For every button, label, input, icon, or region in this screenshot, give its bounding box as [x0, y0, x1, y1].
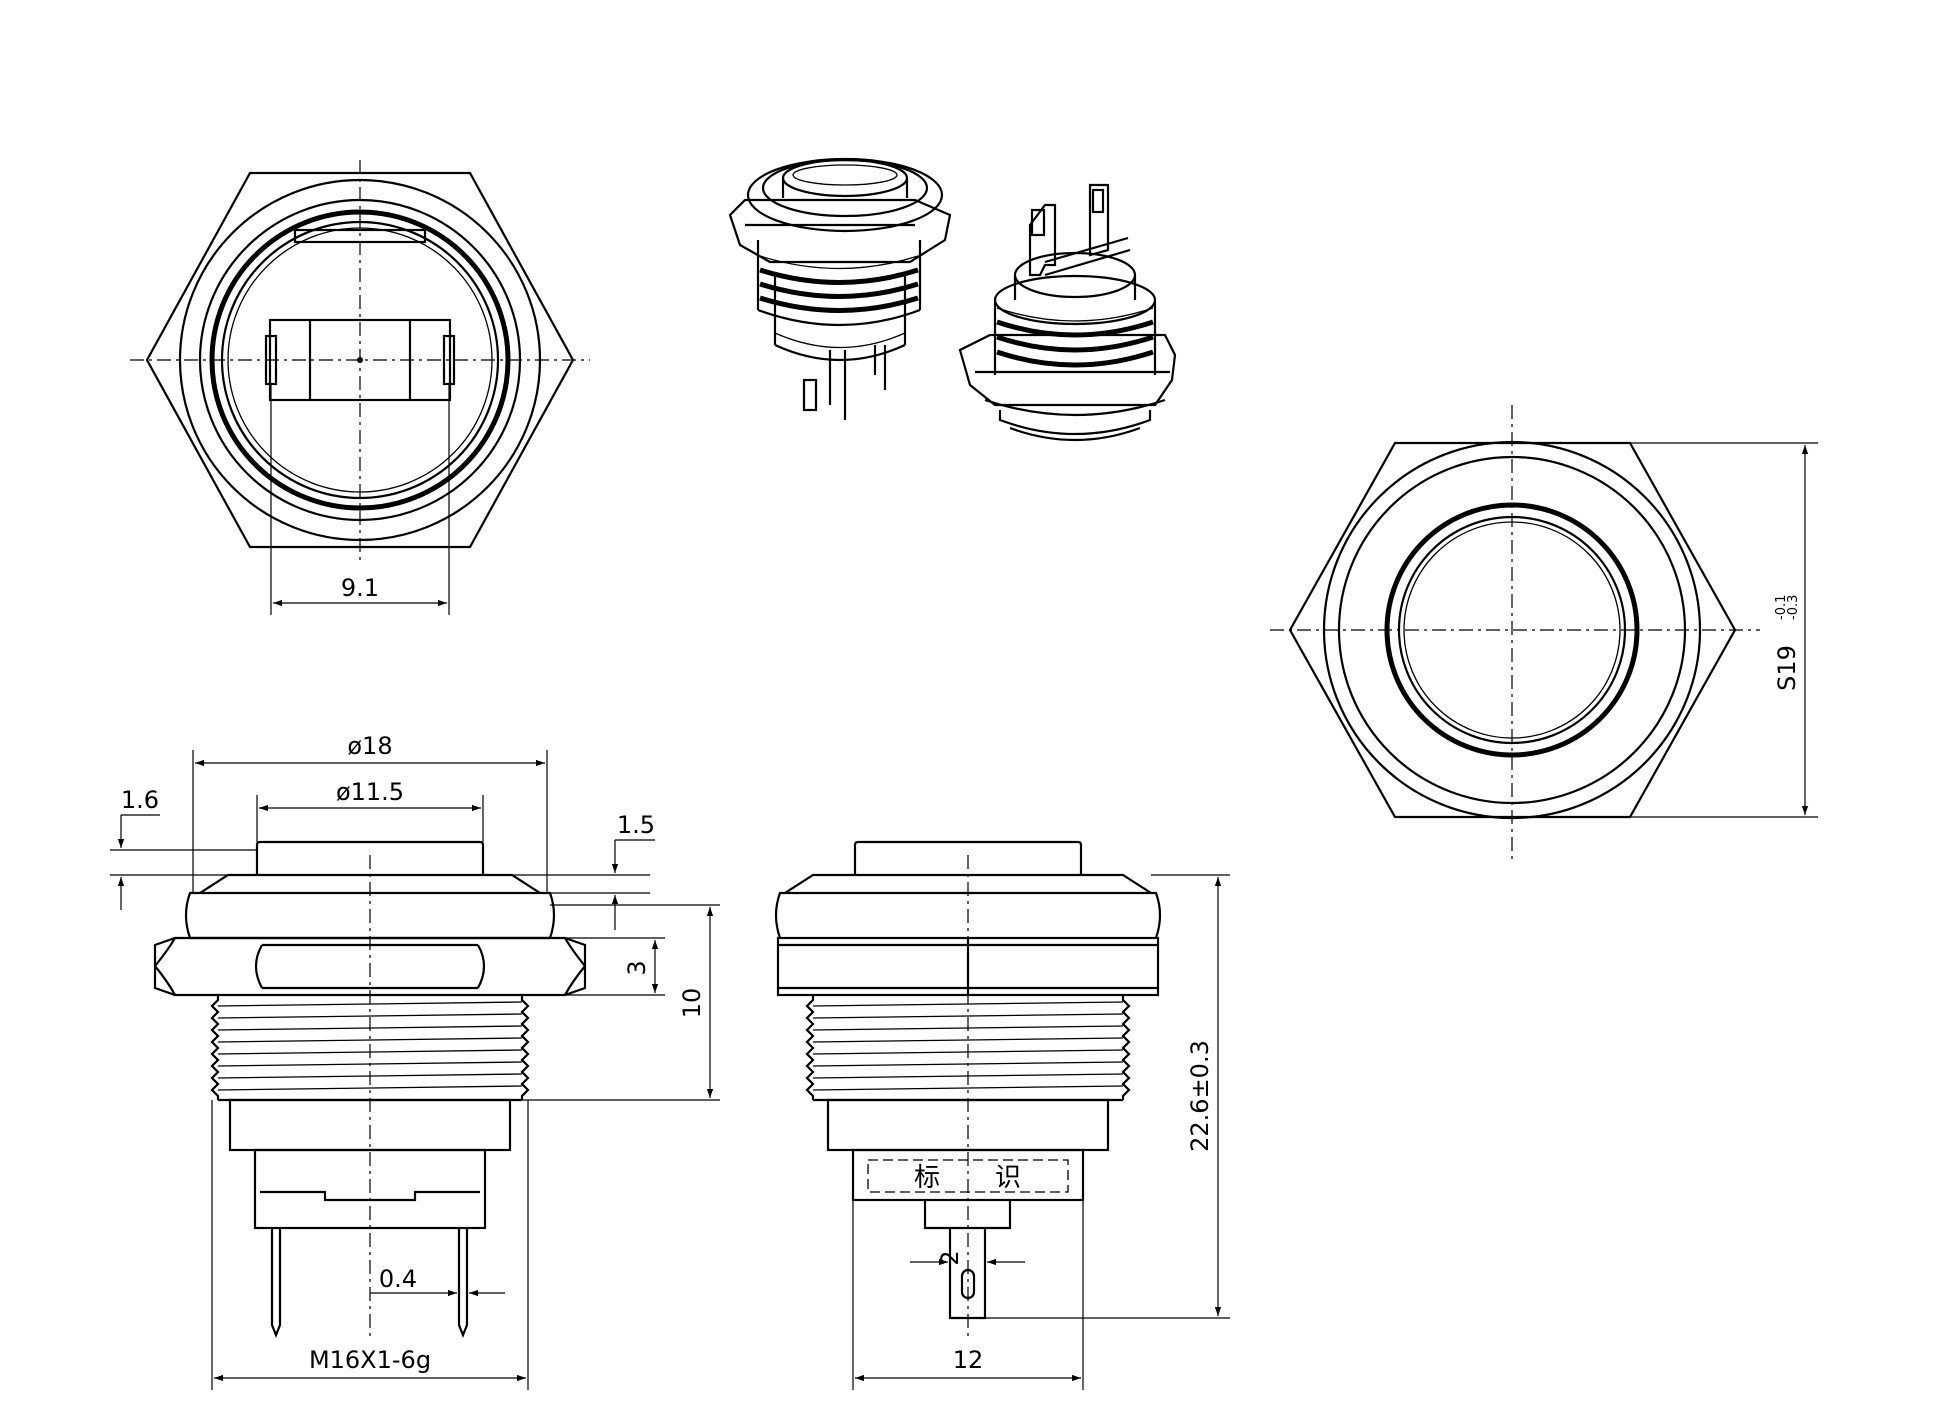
rear-view: 9.1: [130, 160, 590, 615]
iso-view-front: [728, 157, 952, 420]
dim-ring-height: 1.5: [617, 811, 655, 839]
dim-cap-diameter: ø11.5: [336, 778, 404, 806]
iso-view-rear: [958, 183, 1177, 442]
dim-hex-s19: S19: [1773, 645, 1801, 691]
mark-char-1: 标: [914, 1163, 940, 1193]
dim-pin-spacing: 9.1: [341, 574, 379, 602]
side-view-right: 标 识 2 12 22.6±0.3: [774, 840, 1230, 1390]
dim-cap-height: 1.6: [121, 786, 159, 814]
dim-terminal-pin-width: 2: [936, 1250, 964, 1265]
dim-nut-thickness: 3: [623, 960, 651, 975]
dim-body-diameter: ø18: [347, 732, 392, 760]
dim-overall-height: 22.6±0.3: [1186, 1040, 1214, 1152]
dim-hex-tol-upper: -0.1: [1774, 595, 1789, 620]
front-view: S19 -0.1 -0.3: [1270, 405, 1818, 860]
dim-hex-tol-lower: -0.3: [1786, 595, 1801, 620]
dim-terminal-thickness: 0.4: [379, 1265, 417, 1293]
dim-thread-length: 10: [678, 988, 706, 1019]
dim-terminal-width: 12: [953, 1346, 984, 1374]
mark-char-2: 识: [995, 1163, 1021, 1193]
dim-thread-spec: M16X1-6g: [309, 1346, 431, 1374]
side-view-left: ø18 ø11.5 1.6 1.5 3 10 0.4: [110, 732, 720, 1390]
